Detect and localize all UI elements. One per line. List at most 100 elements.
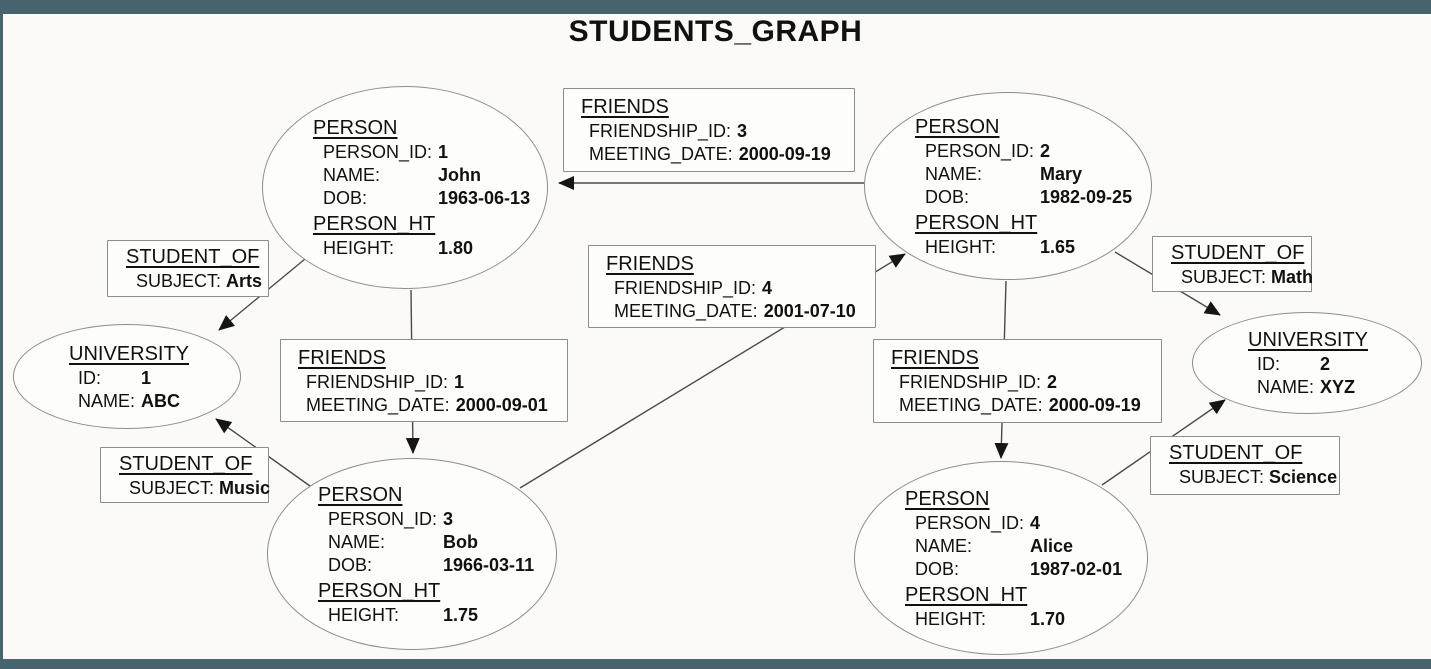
field-key: HEIGHT: (323, 238, 395, 258)
field-key: NAME: (328, 531, 386, 552)
field-key: NAME: (915, 535, 973, 556)
left-frame-edge (0, 0, 3, 669)
field-key: FRIENDSHIP_ID: (899, 372, 1042, 392)
person-node-alice: PERSON PERSON_ID:4 NAME: Alice DOB: 1987-0… (854, 461, 1148, 655)
field-key: HEIGHT: (925, 236, 997, 257)
field-value: ABC (141, 390, 180, 411)
field-value: 1966-03-11 (443, 554, 535, 575)
field-value: Bob (443, 531, 478, 552)
field-value: Math (1271, 267, 1314, 287)
friends-edge-box-4: FRIENDS FRIENDSHIP_ID:4 MEETING_DATE:200… (588, 245, 876, 328)
field-value: 1.70 (1030, 608, 1066, 629)
node-sublabel: PERSON_HT (915, 211, 1038, 234)
field-value: Mary (1040, 163, 1083, 184)
university-node-abc: UNIVERSITY ID: 1 NAME:ABC (13, 324, 241, 429)
field-key: SUBJECT: (129, 478, 215, 498)
field-value: John (438, 165, 481, 185)
field-key: NAME: (323, 165, 381, 185)
friends-edge-box-2: FRIENDS FRIENDSHIP_ID:2 MEETING_DATE:200… (873, 339, 1162, 423)
field-value: 1 (454, 372, 465, 392)
field-key: FRIENDSHIP_ID: (614, 278, 757, 298)
field-key: PERSON_ID: (925, 140, 1035, 161)
field-key: PERSON_ID: (323, 142, 433, 162)
field-key: HEIGHT: (915, 608, 987, 629)
studentof-edge-box-science: STUDENT_OF SUBJECT:Science (1150, 436, 1340, 495)
field-value: XYZ (1320, 377, 1356, 397)
studentof-edge-box-math: STUDENT_OF SUBJECT:Math (1152, 236, 1314, 292)
node-sublabel: PERSON_HT (318, 579, 441, 602)
field-value: Science (1269, 467, 1338, 487)
top-frame-bar (0, 0, 1431, 14)
university-node-xyz: UNIVERSITY ID:2 NAME:XYZ (1192, 312, 1422, 414)
node-label: UNIVERSITY (1248, 329, 1369, 351)
field-value: Alice (1030, 535, 1074, 556)
field-value: 3 (737, 121, 748, 141)
field-key: ID: (78, 367, 102, 388)
field-value: 2000-09-19 (738, 144, 831, 164)
node-sublabel: PERSON_HT (313, 213, 436, 235)
field-key: PERSON_ID: (915, 512, 1025, 533)
node-sublabel: PERSON_HT (905, 583, 1028, 606)
field-value: 4 (1030, 512, 1041, 533)
field-value: 2000-09-19 (1048, 395, 1141, 415)
field-value: 2 (1040, 140, 1051, 161)
field-key: ID: (1257, 354, 1281, 374)
field-key: MEETING_DATE: (614, 301, 758, 321)
field-value: 2001-07-10 (763, 301, 856, 321)
field-key: FRIENDSHIP_ID: (589, 121, 732, 141)
node-label: PERSON (915, 115, 1000, 138)
field-key: FRIENDSHIP_ID: (306, 372, 449, 392)
field-key: PERSON_ID: (328, 508, 438, 529)
edge-label: FRIENDS (891, 347, 979, 369)
field-key: MEETING_DATE: (899, 395, 1043, 415)
edge-label: FRIENDS (581, 96, 669, 118)
friends-edge-box-3: FRIENDS FRIENDSHIP_ID:3 MEETING_DATE:200… (563, 88, 855, 172)
node-label: PERSON (318, 483, 403, 506)
node-label: UNIVERSITY (69, 342, 190, 365)
friends-edge-box-1: FRIENDS FRIENDSHIP_ID:1 MEETING_DATE:200… (280, 339, 568, 422)
edge-label: STUDENT_OF (1171, 242, 1305, 264)
field-value: 2 (1047, 372, 1058, 392)
field-key: NAME: (78, 390, 136, 411)
field-key: NAME: (1257, 377, 1315, 397)
person-node-john: PERSON PERSON_ID:1 NAME: John DOB: 1963-06… (262, 86, 548, 289)
field-key: NAME: (925, 163, 983, 184)
field-key: MEETING_DATE: (589, 144, 733, 164)
field-value: Arts (226, 271, 263, 291)
field-key: MEETING_DATE: (306, 395, 450, 415)
edge-label: FRIENDS (298, 347, 386, 369)
field-key: DOB: (925, 186, 970, 207)
edge-label: STUDENT_OF (119, 453, 253, 475)
field-value: 1.65 (1040, 236, 1076, 257)
bottom-frame-bar (0, 659, 1431, 669)
field-value: 1 (141, 367, 152, 388)
studentof-edge-box-music: STUDENT_OF SUBJECT:Music (100, 447, 271, 503)
edge-label: STUDENT_OF (126, 246, 260, 268)
field-key: HEIGHT: (328, 604, 400, 625)
studentof-edge-box-arts: STUDENT_OF SUBJECT:Arts (107, 240, 269, 297)
field-value: 3 (443, 508, 454, 529)
edge-label: FRIENDS (606, 253, 694, 275)
field-value: 1.75 (443, 604, 479, 625)
field-value: Music (219, 478, 271, 498)
person-node-bob: PERSON PERSON_ID:3 NAME: Bob DOB: 1966-03-… (267, 458, 557, 650)
field-key: SUBJECT: (1179, 467, 1265, 487)
diagram-title: STUDENTS_GRAPH (568, 15, 863, 48)
field-key: SUBJECT: (1181, 267, 1267, 287)
edge-label: STUDENT_OF (1169, 442, 1303, 464)
field-key: DOB: (323, 188, 368, 208)
person-node-mary: PERSON PERSON_ID:2 NAME: Mary DOB: 1982-09… (864, 92, 1152, 280)
field-value: 1982-09-25 (1040, 186, 1133, 207)
node-label: PERSON (905, 487, 990, 510)
field-value: 1963-06-13 (438, 188, 531, 208)
node-label: PERSON (313, 117, 398, 139)
field-value: 2000-09-01 (455, 395, 548, 415)
field-key: DOB: (328, 554, 373, 575)
field-key: SUBJECT: (136, 271, 222, 291)
field-key: DOB: (915, 558, 960, 579)
field-value: 4 (762, 278, 773, 298)
field-value: 1 (438, 142, 449, 162)
field-value: 1987-02-01 (1030, 558, 1123, 579)
field-value: 1.80 (438, 238, 474, 258)
